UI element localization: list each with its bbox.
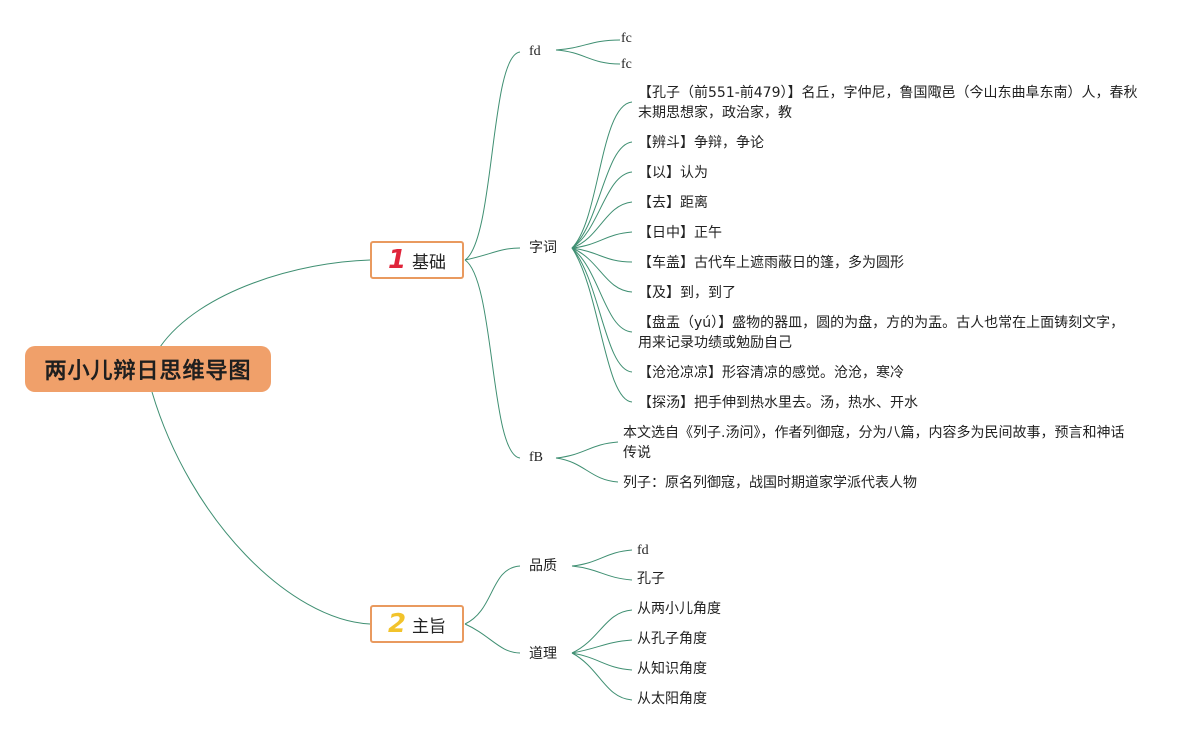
branch-theme[interactable]: 2 主旨 — [370, 605, 464, 643]
connector-daoli-leaf-3 — [571, 652, 633, 671]
topic-pinzhi[interactable]: 品质 — [529, 558, 557, 574]
connector-ziyi-leaf-10 — [571, 247, 633, 403]
connector-fd-leaf-1 — [555, 39, 621, 51]
branch-basics[interactable]: 1 基础 — [370, 241, 464, 279]
leaf-ziyi-10[interactable]: 【探汤】把手伸到热水里去。汤，热水、开水 — [638, 395, 918, 411]
leaf-fB-1[interactable]: 本文选自《列子.汤问》，作者列御寇，分为八篇，内容多为民间故事，预言和神话传说 — [623, 425, 1125, 461]
leaf-ziyi-4[interactable]: 【去】距离 — [638, 195, 708, 211]
connector-ziyi-leaf-4 — [571, 201, 633, 249]
leaf-ziyi-1[interactable]: 【孔子（前551-前479）】名丘，字仲尼，鲁国陬邑（今山东曲阜东南）人，春秋末… — [638, 85, 1138, 121]
connector-fd-leaf-2 — [555, 49, 621, 65]
branch-basics-label: 基础 — [412, 252, 447, 273]
leaf-ziyi-2[interactable]: 【辨斗】争辩，争论 — [638, 135, 764, 151]
connector-fB-leaf-2 — [555, 457, 619, 483]
connector-theme-to-pinzhi — [464, 565, 521, 625]
connector-ziyi-leaf-8 — [571, 247, 633, 333]
connector-basics-to-ziyi — [464, 247, 521, 261]
number-two-icon: 2 — [387, 609, 407, 639]
leaf-fd-2[interactable]: fc — [621, 57, 632, 72]
connector-daoli-leaf-2 — [571, 639, 633, 654]
leaf-ziyi-7[interactable]: 【及】到，到了 — [638, 285, 736, 301]
connector-pinzhi-leaf-1 — [571, 549, 633, 567]
leaf-ziyi-8[interactable]: 【盘盂（yú）】盛物的器皿，圆的为盘，方的为盂。古人也常在上面铸刻文字，用来记录… — [638, 315, 1125, 351]
leaf-ziyi-3[interactable]: 【以】认为 — [638, 165, 708, 181]
branch-theme-label: 主旨 — [412, 616, 447, 637]
number-one-icon: 1 — [387, 245, 407, 275]
leaf-ziyi-6[interactable]: 【车盖】古代车上遮雨蔽日的篷，多为圆形 — [638, 255, 904, 271]
leaf-daoli-4[interactable]: 从太阳角度 — [637, 691, 707, 707]
root-title: 两小儿辩日思维导图 — [44, 359, 252, 384]
leaf-pinzhi-1[interactable]: fd — [637, 543, 649, 558]
leaf-fd-1[interactable]: fc — [621, 31, 632, 46]
connector-fB-leaf-1 — [555, 441, 619, 459]
leaf-daoli-2[interactable]: 从孔子角度 — [637, 631, 707, 647]
leaf-pinzhi-2[interactable]: 孔子 — [637, 571, 665, 587]
connector-root-to-theme — [151, 391, 371, 625]
topic-fB[interactable]: fB — [529, 450, 543, 465]
connector-ziyi-leaf-6 — [571, 247, 633, 263]
connector-pinzhi-leaf-2 — [571, 565, 633, 581]
connector-ziyi-leaf-2 — [571, 141, 633, 249]
connector-ziyi-leaf-5 — [571, 231, 633, 249]
connector-ziyi-leaf-9 — [571, 247, 633, 373]
connector-ziyi-leaf-7 — [571, 247, 633, 293]
leaf-fB-2[interactable]: 列子：原名列御寇，战国时期道家学派代表人物 — [623, 475, 917, 491]
connector-theme-to-daoli — [464, 623, 521, 654]
leaf-ziyi-9[interactable]: 【沧沧凉凉】形容清凉的感觉。沧沧，寒冷 — [638, 365, 904, 381]
connector-daoli-leaf-1 — [571, 609, 633, 654]
connector-root-to-basics — [159, 259, 371, 348]
leaf-ziyi-5[interactable]: 【日中】正午 — [638, 225, 722, 241]
topic-daoli[interactable]: 道理 — [529, 646, 557, 662]
connector-daoli-leaf-4 — [571, 652, 633, 701]
connector-ziyi-leaf-1 — [571, 101, 633, 249]
connector-ziyi-leaf-3 — [571, 171, 633, 249]
connector-basics-to-fd — [464, 51, 521, 261]
leaf-daoli-1[interactable]: 从两小儿角度 — [637, 601, 721, 617]
connector-basics-to-fB — [464, 259, 521, 459]
root-node[interactable]: 两小儿辩日思维导图 — [25, 346, 271, 392]
topic-fd[interactable]: fd — [529, 44, 541, 59]
topic-ziyi[interactable]: 字词 — [529, 240, 557, 256]
leaf-daoli-3[interactable]: 从知识角度 — [637, 661, 707, 677]
